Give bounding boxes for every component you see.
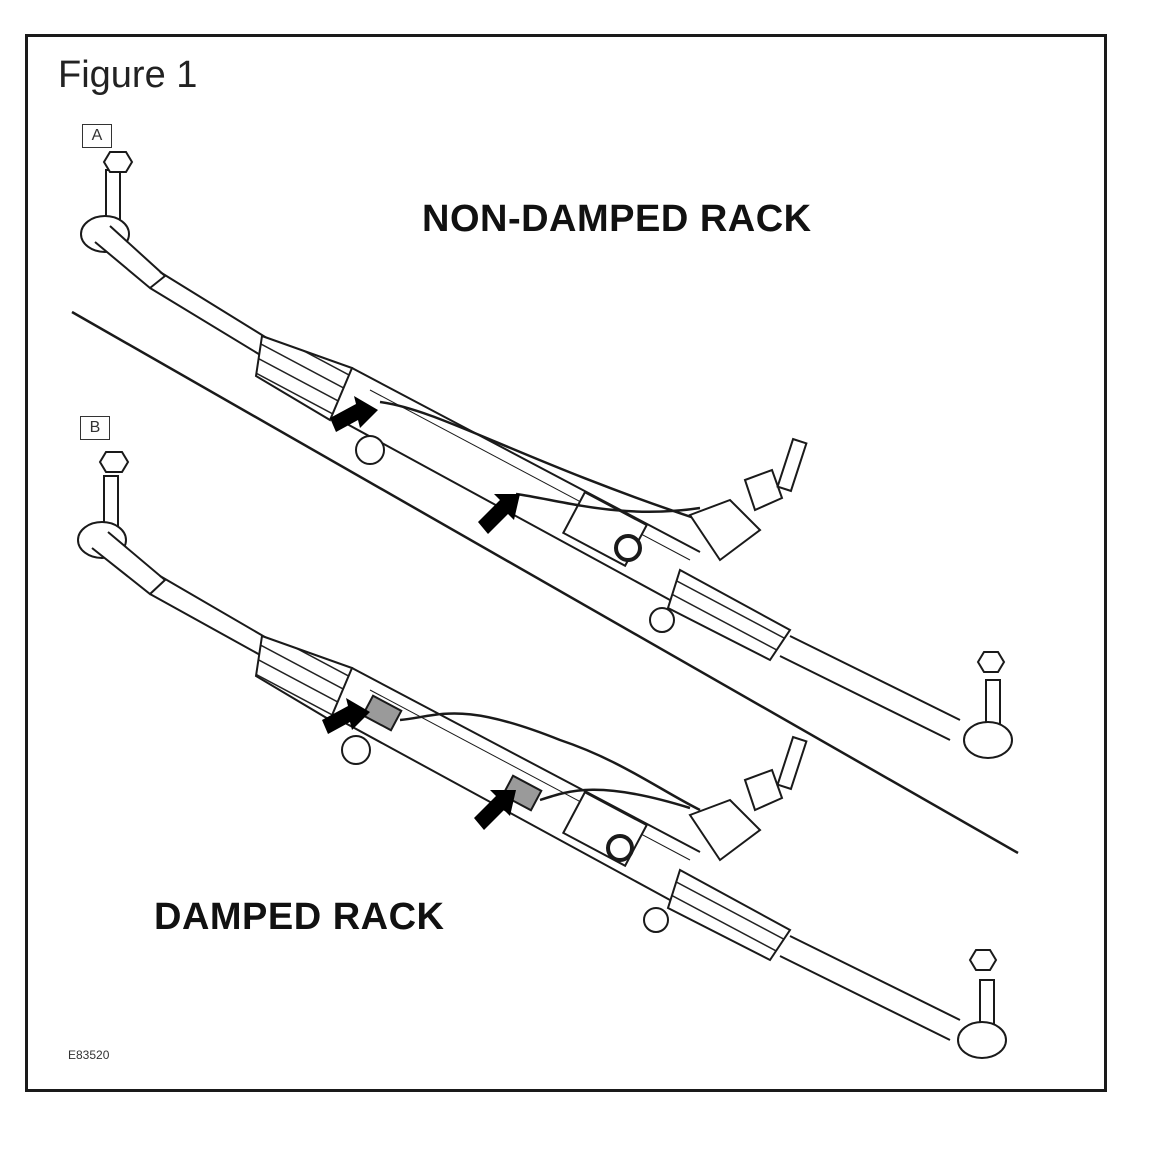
panel-a-heading: NON-DAMPED RACK <box>422 198 812 240</box>
tie-rod-end-icon <box>957 979 1007 1059</box>
boot-icon <box>666 868 792 962</box>
rack-b-drawing <box>77 451 1007 1059</box>
panel-b-heading: DAMPED RACK <box>154 896 445 938</box>
panel-divider-line <box>71 310 1019 855</box>
figure-frame <box>25 34 1107 1092</box>
pointer-arrow-icon <box>322 698 370 734</box>
boot-icon <box>254 334 354 422</box>
pointer-arrow-icon <box>330 396 378 432</box>
pointer-arrow-icon <box>474 790 516 830</box>
figure-code: E83520 <box>68 1048 110 1062</box>
nut-icon <box>968 949 998 971</box>
nut-icon <box>98 451 130 473</box>
damper-valve-front <box>361 694 403 732</box>
panel-b-label: B <box>80 416 110 440</box>
panel-a-label: A <box>82 124 112 148</box>
boot-icon <box>254 634 354 722</box>
figure-title: Figure 1 <box>58 54 198 96</box>
rack-a-drawing <box>80 151 1013 759</box>
pointer-arrow-icon <box>478 494 520 534</box>
damper-valve-rear <box>501 774 543 812</box>
nut-icon <box>102 151 134 173</box>
tie-rod-end-icon <box>77 475 167 596</box>
tie-rod-end-icon <box>80 169 167 290</box>
boot-icon <box>666 568 792 662</box>
nut-icon <box>976 651 1006 673</box>
tie-rod-end-icon <box>963 679 1013 759</box>
